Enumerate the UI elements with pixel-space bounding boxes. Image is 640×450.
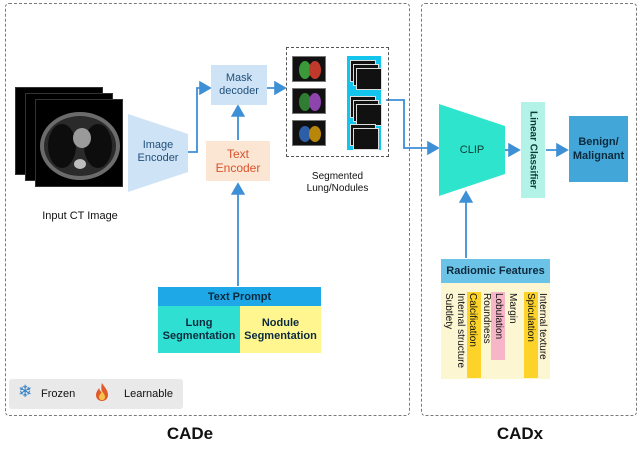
radiomic-feature: Lobulation (493, 293, 504, 340)
cade-title: CADe (166, 424, 214, 443)
radiomic-feature: Subtlety (443, 293, 454, 330)
radiomic-feature: Internal structure (455, 293, 466, 369)
clip-shape (439, 104, 505, 196)
lung-segmentation-prompt[interactable]: Lung Segmentation (158, 306, 240, 353)
image-encoder: Image Encoder (137, 139, 179, 164)
linear-classifier-label: Linear Classifier (527, 111, 539, 189)
segmented-output-frame (286, 47, 389, 157)
cadx-panel (421, 3, 637, 416)
radiomic-feature: Internal texture (537, 293, 548, 360)
mask-decoder: Mask decoder (211, 65, 267, 105)
text-encoder: Text Encoder (206, 141, 270, 181)
linear-classifier: Linear Classifier (521, 102, 545, 198)
legend (9, 379, 183, 409)
cade-panel (5, 3, 410, 416)
frozen-label: Frozen (41, 388, 76, 400)
image-encoder-shape (128, 114, 188, 192)
radiomic-feature: Roundness (481, 293, 492, 344)
learnable-label: Learnable (124, 388, 173, 400)
radiomic-feature: Spiculation (525, 293, 536, 342)
radiomic-feature: Calcification (467, 293, 478, 347)
clip-module: CLIP (459, 144, 485, 156)
radiomic-feature: Margin (507, 293, 518, 324)
radiomic-features-header: Radiomic Features (441, 259, 550, 283)
benign-malignant-output: Benign/ Malignant (569, 116, 628, 182)
segmented-label: Segmented Lung/Nodules (306, 171, 369, 194)
text-prompt-header: Text Prompt (158, 287, 321, 306)
input-ct-label: Input CT Image (42, 210, 118, 222)
flame-icon (95, 382, 109, 407)
cadx-title: CADx (496, 424, 544, 443)
ct-image (35, 99, 123, 187)
snowflake-icon: ❄ (18, 382, 33, 401)
nodule-segmentation-prompt[interactable]: Nodule Segmentation (240, 306, 321, 353)
